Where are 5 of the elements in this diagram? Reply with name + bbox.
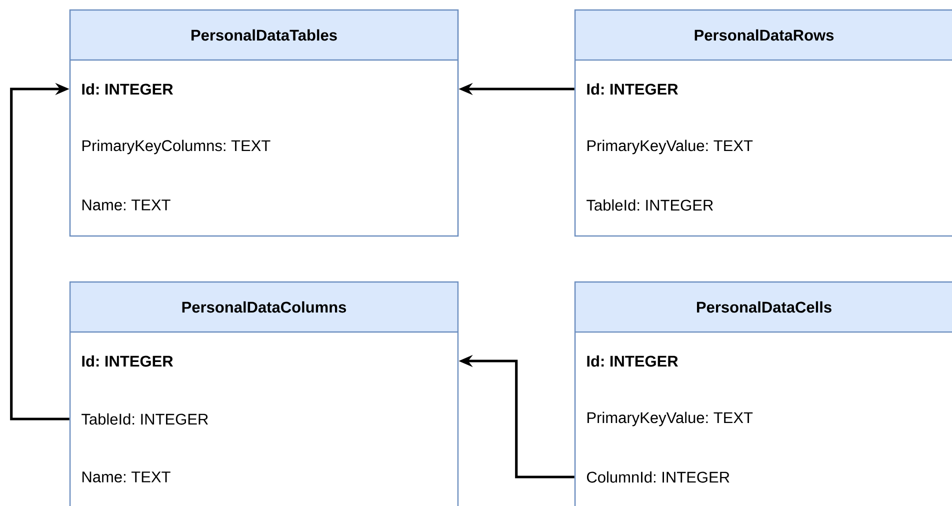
table-box: PersonalDataRows Id: INTEGER PrimaryKeyValue: TEXT TableId: INTEGER bbox=[574, 9, 952, 237]
table-box: PersonalDataColumns Id: INTEGER TableId: INTEGER Name: TEXT bbox=[69, 281, 459, 506]
table-box: PersonalDataCells Id: INTEGER PrimaryKeyValue: TEXT ColumnId: INTEGER bbox=[574, 281, 952, 506]
arrow bbox=[10, 82, 70, 420]
table-box: PersonalDataTables Id: INTEGER PrimaryKeyColumns: TEXT Name: TEXT bbox=[69, 9, 459, 237]
